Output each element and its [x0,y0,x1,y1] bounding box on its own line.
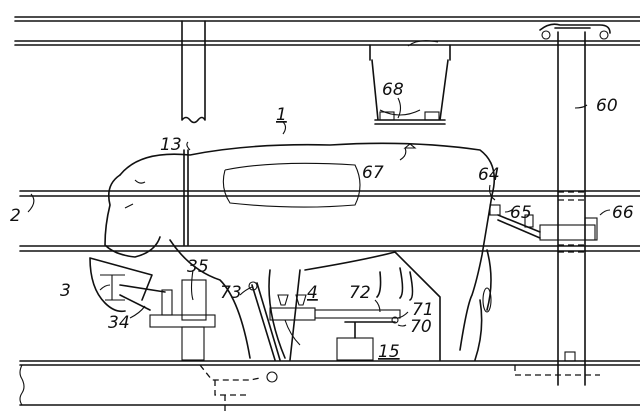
hanging-post [181,20,206,124]
floor [19,351,640,413]
label-67: 67 [362,163,384,183]
label-60: 60 [596,96,618,116]
label-2: 2 [10,206,21,226]
ceiling-rails [14,16,640,46]
label-72: 72 [349,283,371,303]
feeder-assembly [89,257,216,361]
label-15: 15 [378,342,400,362]
stall-rails [19,190,640,252]
label-34: 34 [108,313,130,333]
label-13: 13 [160,135,182,155]
leader-lines [27,97,611,327]
label-35: 35 [187,257,209,277]
lever-73 [251,282,281,361]
sensor-assembly [489,204,598,241]
post-13 [183,149,189,246]
robot-arm-assembly [269,294,401,361]
label-68: 68 [382,80,404,100]
frame-post-60 [539,23,611,386]
label-1: 1 [276,105,287,125]
overhead-unit-68 [369,40,451,125]
label-4: 4 [307,283,318,303]
label-66: 66 [612,203,634,223]
label-73: 73 [220,283,242,303]
label-70: 70 [410,317,432,337]
cow-outline [104,142,496,361]
label-71: 71 [412,300,434,320]
label-65: 65 [510,203,532,223]
label-64: 64 [478,165,500,185]
label-3: 3 [60,281,71,301]
